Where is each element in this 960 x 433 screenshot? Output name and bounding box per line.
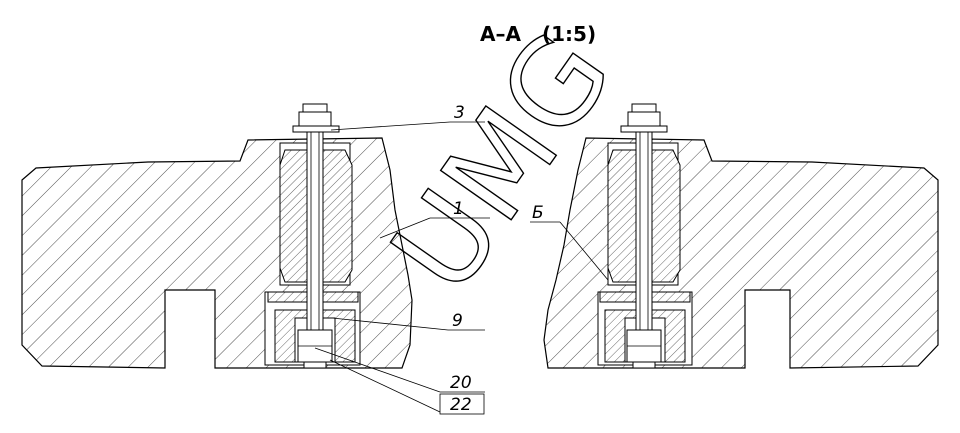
callout-22-box xyxy=(439,393,485,415)
scale-label: (1:5) xyxy=(542,22,596,46)
left-bolt xyxy=(306,109,324,366)
right-bolt xyxy=(635,109,653,366)
callout-20: 20 xyxy=(450,373,472,393)
left-top-washer xyxy=(292,125,340,133)
right-assembly xyxy=(543,103,939,369)
section-title: A–A xyxy=(480,22,521,46)
callout-3: 3 xyxy=(454,103,465,123)
callout-1: 1 xyxy=(453,199,464,219)
right-top-nut xyxy=(627,111,661,127)
left-assembly xyxy=(21,103,413,369)
right-top-washer xyxy=(620,125,668,133)
left-top-nut xyxy=(298,111,332,127)
callout-9: 9 xyxy=(452,311,463,331)
callouts: 3 1 Б 9 20 22 xyxy=(314,103,609,415)
callout-22: 22 xyxy=(450,395,472,415)
callout-b: Б xyxy=(532,203,544,223)
